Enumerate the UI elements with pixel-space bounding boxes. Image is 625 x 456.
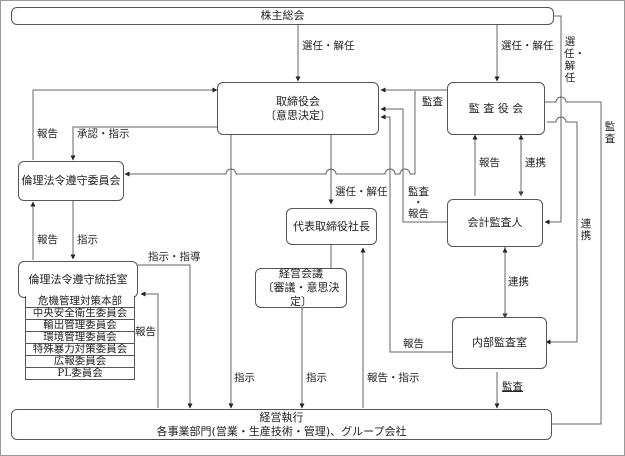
edge-cooperate-internal-vertical (545, 116, 578, 345)
node-board-title: 取締役会 (276, 94, 320, 108)
label-report-accounting: 報告 (479, 157, 500, 169)
label-approve-instruct: 承認・指示 (77, 128, 130, 140)
node-ethics-office-label: 倫理法令遵守統括室 (28, 272, 128, 286)
node-board: 取締役会 〔意思決定〕 (217, 82, 379, 135)
node-ethics-committee-label: 倫理法令遵守委員会 (21, 174, 121, 187)
label-report-instruct: 報告・指示 (367, 372, 420, 384)
label-audit-board: 監査 (422, 96, 443, 108)
edge-audit-report (380, 106, 447, 223)
node-accounting-auditor-label: 会計監査人 (467, 216, 523, 229)
label-audit-report-1: 監査 (408, 186, 429, 198)
node-accounting-auditor: 会計監査人 (447, 199, 543, 247)
label-elect-accounting: 選任・解任 (564, 36, 585, 84)
label-report-committees: 報告 (135, 326, 156, 338)
node-management-meeting: 経営会議 〔審議・意思決定〕 (255, 267, 347, 308)
node-management-meeting-title: 経営会議 (279, 267, 323, 280)
committee-item: 中央安全衛生委員会 (25, 308, 135, 320)
committee-item: 環境管理委員会 (25, 332, 135, 344)
label-instruct-guide: 指示・指導 (148, 251, 201, 263)
label-audit-execution: 監査 (604, 121, 616, 145)
edge-audit-execution (544, 96, 602, 427)
edge-instruct-guide (138, 264, 193, 409)
node-shareholders-label: 株主総会 (260, 9, 305, 22)
edge-report-internal (380, 114, 452, 353)
committee-item: 特殊暴力対策委員会 (25, 344, 135, 356)
label-audit-internal: 監査 (502, 381, 523, 393)
label-cooperate-accounting: 連携 (525, 157, 546, 169)
committee-list: 危機管理対策本部 中央安全衛生委員会 輸出管理委員会 環境管理委員会 特殊暴力対… (25, 296, 135, 380)
edge-approve-instruct (70, 126, 217, 161)
node-auditors-board-label: 監 査 役 会 (468, 101, 524, 115)
node-internal-audit-label: 内部監査室 (472, 336, 527, 349)
label-elect-auditors: 選任・解任 (501, 40, 554, 52)
edge-ethics-committee-line (124, 91, 416, 177)
node-execution-subtitle: 各事業部門(営業・生産技術・管理)、グループ会社 (156, 424, 407, 438)
label-elect-president: 選任・解任 (335, 186, 388, 198)
committee-item: 輸出管理委員会 (25, 320, 135, 332)
node-execution-title: 経営執行 (259, 410, 304, 424)
node-president: 代表取締役社長 (286, 208, 377, 245)
node-president-label: 代表取締役社長 (293, 219, 370, 233)
label-elect-board: 選任・解任 (302, 40, 355, 52)
node-ethics-committee: 倫理法令遵守委員会 (18, 161, 124, 201)
label-audit-report-2: ・ (413, 197, 424, 209)
label-instruct-exec-2: 指示 (306, 372, 327, 384)
committee-item: 危機管理対策本部 (25, 296, 135, 308)
label-report-office: 報告 (37, 234, 58, 246)
label-report-internal: 報告 (403, 338, 424, 350)
node-management-meeting-subtitle: 〔審議・意思決定〕 (262, 281, 340, 308)
label-cooperate-internal: 連携 (508, 276, 529, 288)
node-board-subtitle: 〔意思決定〕 (265, 108, 331, 122)
node-ethics-office: 倫理法令遵守統括室 (18, 261, 138, 298)
label-instruct-exec-1: 指示 (234, 372, 255, 384)
node-internal-audit: 内部監査室 (452, 317, 547, 369)
edge-report-board (32, 87, 218, 160)
node-shareholders: 株主総会 (11, 7, 554, 25)
committee-item: PL委員会 (25, 368, 135, 380)
edge-elect-accounting (544, 15, 562, 225)
committee-item: 広報委員会 (25, 356, 135, 368)
label-instruct-office: 指示 (77, 234, 98, 246)
node-execution: 経営執行 各事業部門(営業・生産技術・管理)、グループ会社 (11, 409, 552, 440)
edge-report-committees (140, 291, 159, 408)
label-cooperate-internal-vertical: 連携 (580, 218, 592, 242)
node-auditors-board: 監 査 役 会 (447, 82, 545, 135)
label-report-board: 報告 (37, 128, 58, 140)
label-audit-report-3: 報告 (408, 208, 429, 220)
